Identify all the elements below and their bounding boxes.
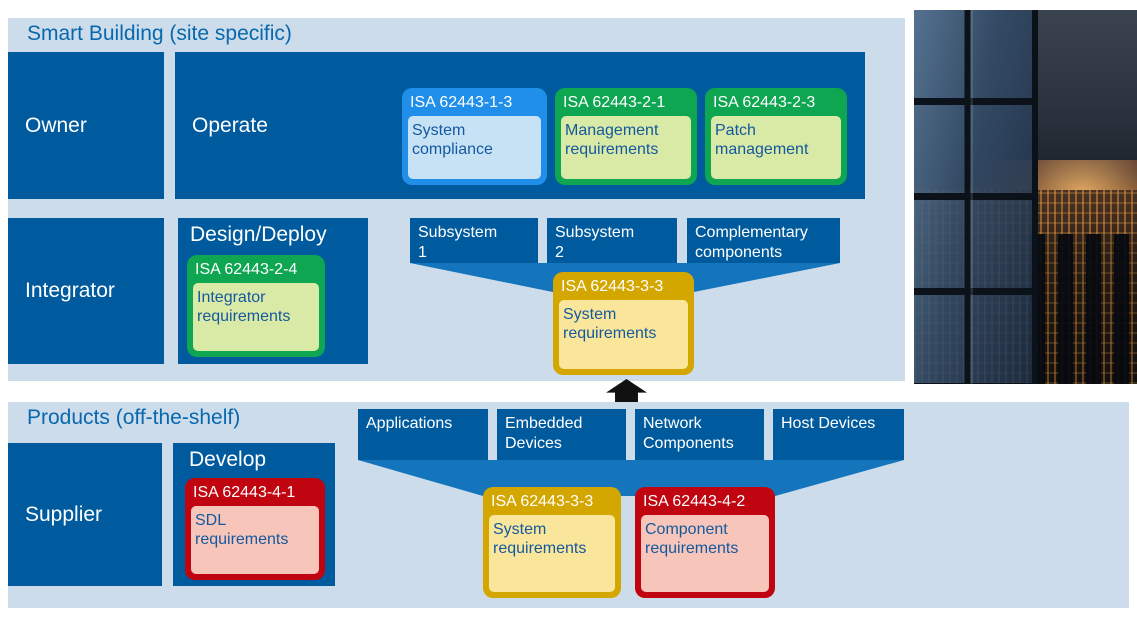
owner-box: Owner — [8, 52, 164, 199]
card-label: System requirements — [489, 515, 615, 592]
card-isa-62443-3-3-site: ISA 62443-3-3 System requirements — [553, 272, 694, 375]
products-title: Products (off-the-shelf) — [27, 406, 241, 429]
card-code: ISA 62443-2-3 — [713, 94, 816, 111]
card-isa-62443-4-1: ISA 62443-4-1 SDL requirements — [185, 478, 325, 580]
card-code: ISA 62443-2-1 — [563, 94, 666, 111]
card-label: Patch management — [711, 116, 841, 179]
integrator-box: Integrator — [8, 218, 164, 364]
card-label: SDL requirements — [191, 506, 319, 574]
card-code: ISA 62443-3-3 — [561, 278, 664, 295]
integrator-label: Integrator — [25, 279, 115, 302]
card-isa-62443-2-3: ISA 62443-2-3 Patch management — [705, 88, 847, 185]
embedded-devices-box: Embedded Devices — [497, 409, 626, 460]
network-components-label: Network Components — [643, 415, 734, 452]
design-deploy-label: Design/Deploy — [190, 223, 327, 246]
complementary-components-box: Complementary components — [687, 218, 840, 263]
subsystem-1-label: Subsystem 1 — [418, 224, 498, 261]
host-devices-box: Host Devices — [773, 409, 904, 460]
card-label: Component requirements — [641, 515, 769, 592]
host-devices-label: Host Devices — [781, 415, 876, 432]
glass-facade — [914, 10, 1039, 384]
card-isa-62443-4-2: ISA 62443-4-2 Component requirements — [635, 487, 775, 598]
operate-label: Operate — [192, 113, 268, 137]
card-code: ISA 62443-2-4 — [195, 261, 298, 278]
card-label: Management requirements — [561, 116, 691, 179]
card-label: Integrator requirements — [193, 283, 319, 351]
city-towers — [1029, 234, 1137, 384]
card-isa-62443-3-3-product: ISA 62443-3-3 System requirements — [483, 487, 621, 598]
card-isa-62443-2-4: ISA 62443-2-4 Integrator requirements — [187, 255, 325, 357]
subsystem-1-box: Subsystem 1 — [410, 218, 538, 263]
card-code: ISA 62443-1-3 — [410, 94, 513, 111]
owner-label: Owner — [25, 113, 87, 137]
card-isa-62443-2-1: ISA 62443-2-1 Management requirements — [555, 88, 697, 185]
applications-label: Applications — [366, 415, 453, 432]
card-code: ISA 62443-4-1 — [193, 484, 296, 501]
applications-box: Applications — [358, 409, 488, 460]
subsystem-2-label: Subsystem 2 — [555, 224, 635, 261]
card-label: System requirements — [559, 300, 688, 369]
card-code: ISA 62443-4-2 — [643, 493, 746, 510]
city-photo — [914, 10, 1137, 384]
card-code: ISA 62443-3-3 — [491, 493, 594, 510]
network-components-box: Network Components — [635, 409, 764, 460]
card-isa-62443-1-3: ISA 62443-1-3 System compliance — [402, 88, 547, 185]
develop-label: Develop — [189, 448, 267, 471]
subsystem-2-box: Subsystem 2 — [547, 218, 677, 263]
supplier-label: Supplier — [25, 502, 103, 526]
embedded-devices-label: Embedded Devices — [505, 415, 583, 452]
supplier-box: Supplier — [8, 443, 162, 586]
card-label: System compliance — [408, 116, 541, 179]
smart-building-title: Smart Building (site specific) — [27, 22, 292, 45]
complementary-components-label: Complementary components — [695, 224, 808, 261]
